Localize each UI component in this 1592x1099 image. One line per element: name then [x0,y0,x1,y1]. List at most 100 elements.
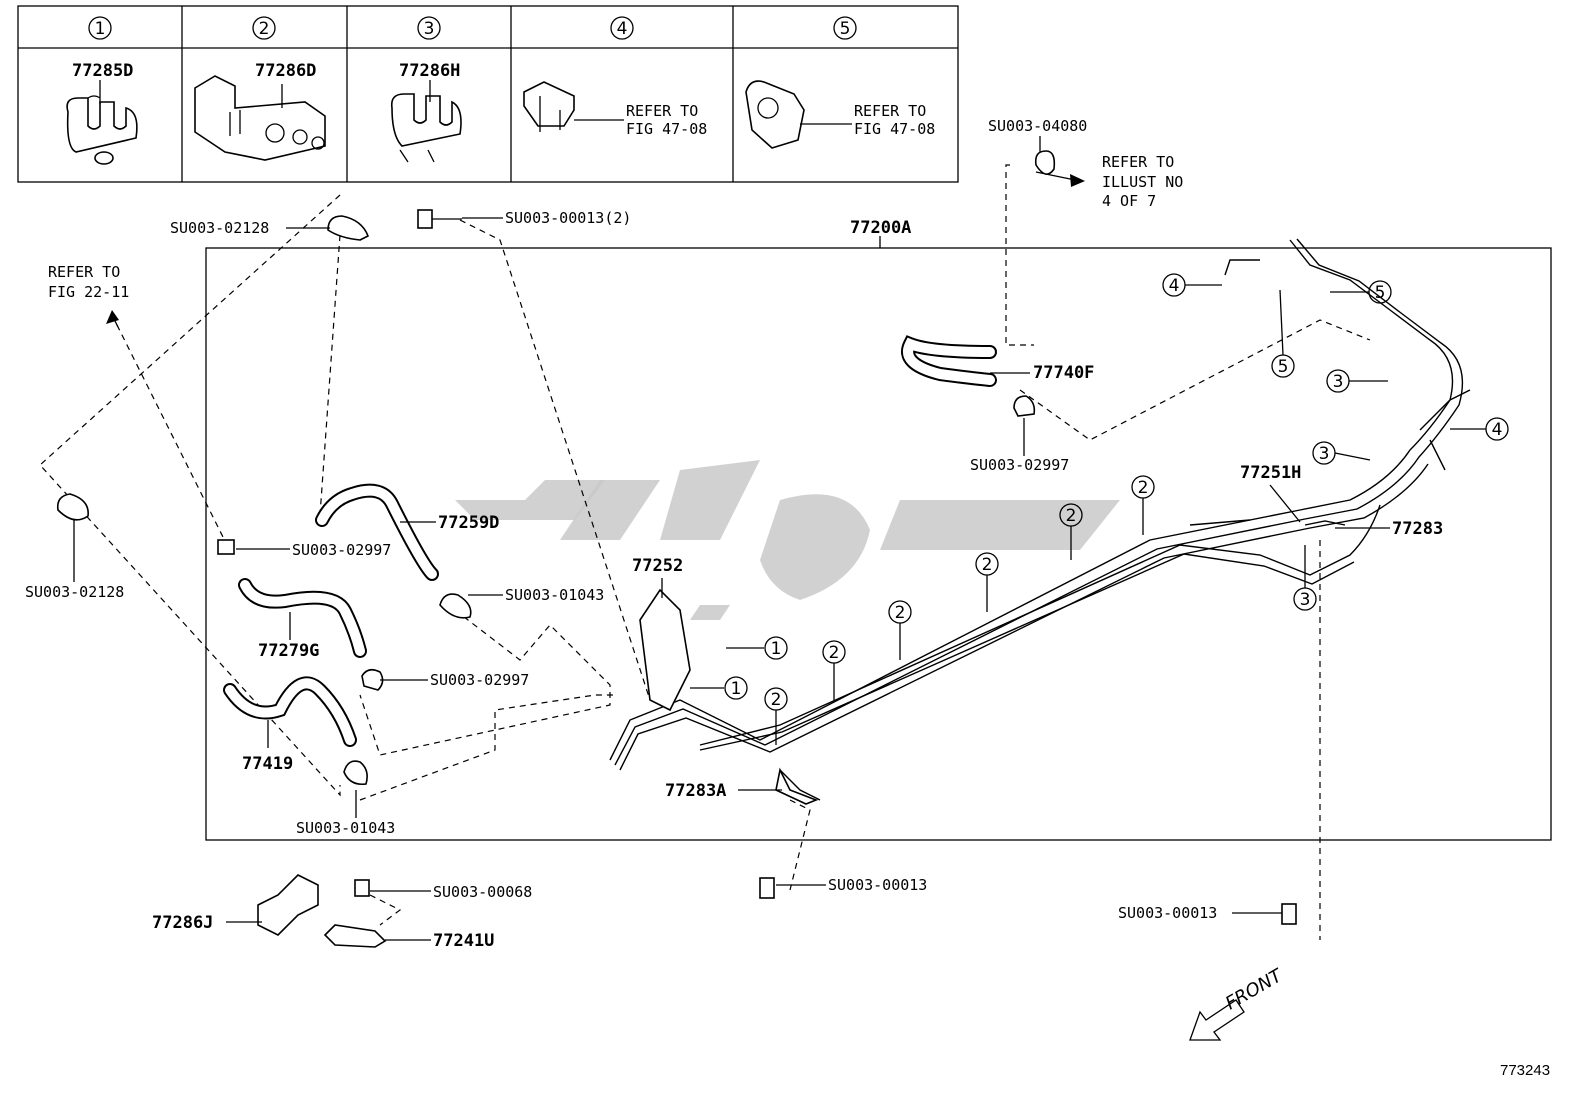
callout-number: 2 [895,603,906,623]
legend-index-1: 1 [88,16,112,40]
clip-su003-02997-b [361,668,384,691]
label-77283A: 77283A [665,781,726,801]
label-su003-04080: SU003-04080 [988,117,1087,135]
assembly-label-77200A: 77200A [850,218,911,238]
callout-2-c: 2 [888,600,912,660]
label-77419: 77419 [242,754,293,774]
label-77286J: 77286J [152,913,213,933]
legend-note-4-line1: REFER TO [626,102,698,120]
clip-su003-02997-a [217,539,235,555]
callout-number: 1 [95,19,106,39]
label-refer-illust-line2: ILLUST NO [1102,173,1183,191]
callout-4-a: 4 [1162,273,1222,297]
label-su003-01043-b: SU003-01043 [296,819,395,837]
bolt-su003-00013-2 [417,209,462,229]
label-su003-02128-top: SU003-02128 [170,219,269,237]
callout-number: 1 [771,639,782,659]
callout-number: 1 [731,679,742,699]
clip-su003-01043-a [439,593,472,619]
callout-number: 2 [771,690,782,710]
bracket-77252 [639,588,691,712]
callout-3-b: 3 [1312,441,1371,465]
bracket-77241U [323,924,387,948]
front-arrow-icon: FRONT [1189,964,1287,1041]
clip-su003-02997-mid [1013,395,1036,417]
callout-number: 2 [259,19,270,39]
label-su003-00013-right: SU003-00013 [1118,904,1217,922]
legend-index-4: 4 [610,16,634,40]
callout-2-d: 2 [975,552,999,612]
legend-note-4-line2: FIG 47-08 [626,120,707,138]
callout-number: 2 [1138,478,1149,498]
callout-number: 2 [982,555,993,575]
legend-index-5: 5 [833,16,857,40]
callout-number: 4 [617,19,628,39]
label-77740F: 77740F [1033,363,1094,383]
label-77251H: 77251H [1240,463,1301,483]
clip-su003-04080 [1034,150,1056,175]
legend-part-77286D: 77286D [255,61,316,81]
label-77252: 77252 [632,556,683,576]
clip-77286D-drawing [194,75,326,161]
callout-number: 5 [840,19,851,39]
callout-number: 2 [1066,506,1077,526]
label-su003-01043-a: SU003-01043 [505,586,604,604]
callout-number: 3 [1319,444,1330,464]
callout-number: 5 [1278,357,1289,377]
label-77241U: 77241U [433,931,494,951]
legend-index-2: 2 [252,16,276,40]
label-77283: 77283 [1392,519,1443,539]
clip-77286H-drawing [390,80,462,163]
callout-5-b: 5 [1271,289,1295,378]
bolt-su003-00068 [354,879,370,897]
label-su003-00013-2: SU003-00013(2) [505,209,631,227]
clip-su003-02128-top [327,215,370,241]
assembly-frame-77200A [205,247,1552,841]
label-77259D: 77259D [438,513,499,533]
bracket-77283A [775,767,819,805]
callout-number: 3 [424,19,435,39]
label-su003-00013-mid: SU003-00013 [828,876,927,894]
bracket-77286J [257,874,319,936]
callout-number: 2 [829,643,840,663]
hose-77259D [315,483,439,581]
clip-77285D-drawing [66,80,138,165]
bolt-su003-00013-right [1281,903,1297,925]
bolt-su003-00013-mid [759,877,775,899]
label-refer-illust-line3: 4 OF 7 [1102,192,1156,210]
front-label: FRONT [1222,964,1287,1014]
label-refer-fig2211-line2: FIG 22-11 [48,283,129,301]
callout-3-c: 3 [1293,545,1317,611]
legend-note-5-line1: REFER TO [854,102,926,120]
callout-2-f: 2 [1131,475,1155,535]
hose-77740F [901,335,997,387]
label-77279G: 77279G [258,641,319,661]
callout-number: 4 [1169,276,1180,296]
clip-5-drawing [745,80,852,149]
label-refer-illust-line1: REFER TO [1102,153,1174,171]
clip-su003-02128-left [56,493,89,521]
callout-number: 3 [1333,372,1344,392]
legend-table: 1 2 3 4 5 77285D 77286D 77286H REFER TO … [17,5,959,183]
callout-2-a: 2 [764,687,788,745]
callout-1-b: 1 [690,676,748,700]
label-su003-02997-b: SU003-02997 [430,671,529,689]
hose-77419 [223,676,357,747]
label-su003-02997-a: SU003-02997 [292,541,391,559]
label-su003-00068: SU003-00068 [433,883,532,901]
label-su003-02997-mid: SU003-02997 [970,456,1069,474]
callout-4-b: 4 [1450,417,1509,441]
callout-5-a: 5 [1330,280,1392,304]
callout-1-a: 1 [726,636,788,660]
callout-number: 5 [1375,283,1386,303]
clip-4-drawing [523,81,624,132]
callout-2-b: 2 [822,640,846,700]
legend-note-5-line2: FIG 47-08 [854,120,935,138]
legend-part-77286H: 77286H [399,61,460,81]
legend-index-3: 3 [417,16,441,40]
pipe-bundle-77200A [609,238,1471,801]
label-su003-02128-left: SU003-02128 [25,583,124,601]
callout-2-e: 2 [1059,503,1083,560]
hose-77279G [238,578,367,658]
